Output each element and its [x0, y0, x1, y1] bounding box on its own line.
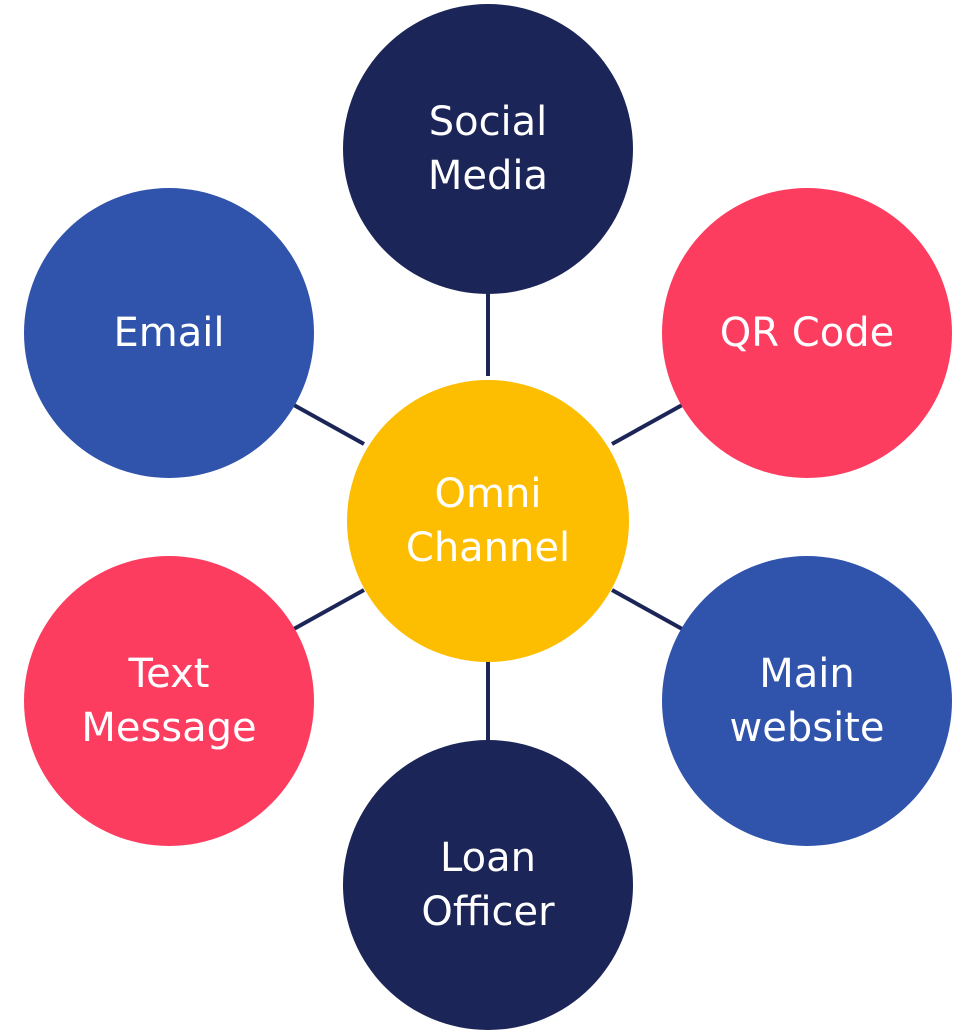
node-main-website-line-1: Main — [759, 651, 855, 697]
node-text-message-line-1: Text — [128, 651, 210, 697]
connector-main-website — [611, 588, 685, 632]
node-main-website-line-2: website — [729, 705, 885, 751]
node-social-media-line-1: Social — [428, 99, 548, 145]
node-qr-code: QR Code — [662, 188, 952, 478]
node-loan-officer-line-1: Loan — [440, 835, 536, 881]
node-omni-channel-line-1: Omni — [434, 471, 542, 517]
connector-qr-code — [611, 402, 685, 446]
connector-email — [291, 402, 365, 446]
node-loan-officer-line-2: Officer — [421, 889, 555, 935]
node-text-message-line-2: Message — [81, 705, 257, 751]
node-omni-channel: Omni Channel — [347, 380, 629, 662]
node-email-label: Email — [113, 310, 225, 356]
node-qr-code-label: QR Code — [719, 310, 895, 356]
node-main-website: Main website — [662, 556, 952, 846]
node-omni-channel-line-2: Channel — [405, 525, 571, 571]
node-loan-officer: Loan Officer — [343, 740, 633, 1030]
node-social-media-line-2: Media — [427, 153, 549, 199]
connector-text-message — [291, 588, 365, 632]
node-text-message: Text Message — [24, 556, 314, 846]
node-email: Email — [24, 188, 314, 478]
node-social-media: Social Media — [343, 4, 633, 294]
